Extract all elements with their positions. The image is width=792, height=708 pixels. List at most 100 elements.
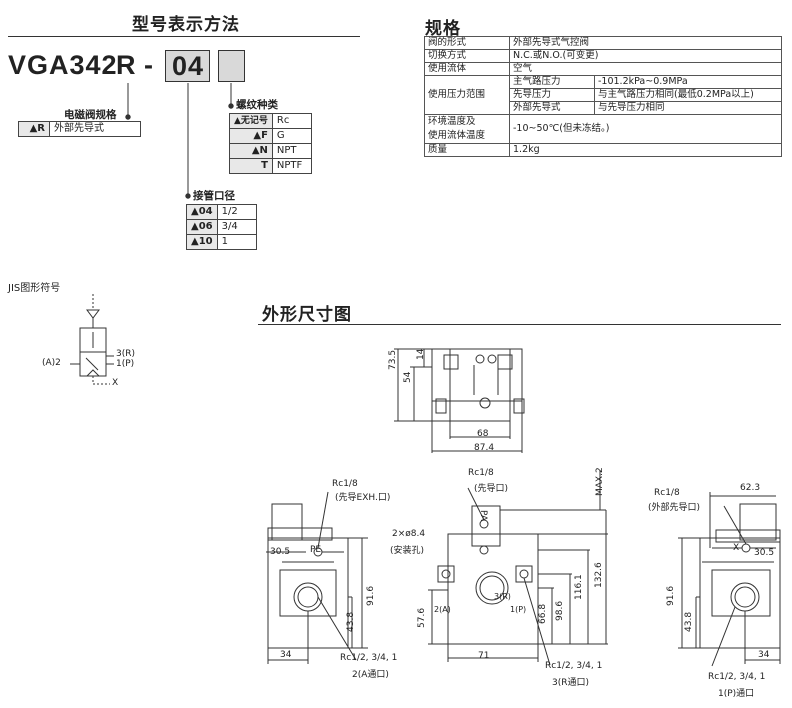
left-pe: PE bbox=[310, 545, 322, 555]
dim-54: 54 bbox=[403, 371, 413, 383]
front-dim-57-6: 57.6 bbox=[417, 607, 427, 628]
model-dash: - bbox=[144, 50, 154, 80]
spec-section-title: 规格 bbox=[425, 19, 461, 39]
right-dim-43-8: 43.8 bbox=[684, 611, 694, 632]
solenoid-label: 电磁阀规格 bbox=[64, 109, 117, 121]
spec-key: 使用压力范围 bbox=[424, 75, 510, 115]
thread-label: 螺纹种类 bbox=[236, 99, 278, 111]
spec-key: 质量 bbox=[424, 143, 510, 157]
thread-code: ▲N bbox=[229, 143, 273, 159]
model-leader-lines bbox=[125, 83, 234, 199]
right-rc18: Rc1/8 bbox=[654, 488, 680, 498]
front-rc18: Rc1/8 bbox=[468, 468, 494, 478]
spec-val: 与先导压力相同 bbox=[594, 101, 782, 115]
front-p1: 1(P) bbox=[510, 605, 527, 614]
solenoid-table: ▲R 外部先导式 bbox=[18, 121, 141, 137]
thread-val: NPTF bbox=[271, 158, 312, 174]
right-rc18-note: (外部先导口) bbox=[648, 503, 701, 513]
spec-key: 切换方式 bbox=[424, 49, 510, 63]
front-dim-132-6: 132.6 bbox=[594, 562, 604, 588]
port-val: 1/2 bbox=[216, 204, 257, 220]
spec-subkey: 主气路压力 bbox=[509, 75, 595, 89]
front-port: Rc1/2, 3/4, 1 bbox=[545, 661, 603, 671]
front-a2: 2(A) bbox=[434, 605, 451, 614]
spec-val: N.C.或N.O.(可变更) bbox=[509, 49, 782, 63]
spec-subkey: 先导压力 bbox=[509, 88, 595, 102]
thread-code: ▲F bbox=[229, 128, 273, 144]
jis-label-r: 3(R) bbox=[116, 349, 136, 359]
spec-key: 环境温度及 bbox=[428, 116, 476, 127]
port-code: ▲06 bbox=[186, 219, 218, 235]
spec-val: -101.2kPa~0.9MPa bbox=[594, 75, 782, 89]
thread-val: G bbox=[271, 128, 312, 144]
front-view-drawing bbox=[428, 470, 608, 666]
model-thread-box bbox=[218, 50, 245, 82]
solenoid-code: ▲R bbox=[18, 121, 50, 137]
front-rc18-note: (先导口) bbox=[474, 484, 509, 494]
spec-val: -10~50℃(但未冻结。) bbox=[509, 114, 782, 144]
front-pa: PA bbox=[478, 510, 488, 522]
jis-label-x: X bbox=[112, 378, 119, 388]
model-title-underline bbox=[8, 36, 360, 37]
thread-code: ▲无记号 bbox=[229, 113, 273, 129]
solenoid-desc: 外部先导式 bbox=[49, 121, 141, 137]
model-code: R bbox=[116, 50, 137, 80]
model-section-title: 型号表示方法 bbox=[132, 15, 240, 35]
port-val: 1 bbox=[216, 234, 257, 250]
dim-14: 14 bbox=[416, 348, 426, 360]
thread-code: T bbox=[229, 158, 273, 174]
dim-87-4: 87.4 bbox=[474, 443, 495, 453]
drawing-section-title: 外形尺寸图 bbox=[262, 305, 352, 325]
port-code: ▲10 bbox=[186, 234, 218, 250]
left-rc18-note: (先导EXH.口) bbox=[335, 493, 391, 503]
spec-key: 使用流体温度 bbox=[428, 130, 486, 141]
left-dim-34: 34 bbox=[280, 650, 292, 660]
left-port: Rc1/2, 3/4, 1 bbox=[340, 653, 398, 663]
front-dim-66-8: 66.8 bbox=[538, 603, 548, 624]
left-dim-91-6: 91.6 bbox=[366, 585, 376, 606]
right-dim-62-3: 62.3 bbox=[740, 483, 761, 493]
spec-subkey: 外部先导式 bbox=[509, 101, 595, 115]
left-dim-43-8: 43.8 bbox=[346, 611, 356, 632]
spec-key: 使用流体 bbox=[424, 62, 510, 76]
model-base: VGA342 bbox=[8, 50, 118, 80]
port-val: 3/4 bbox=[216, 219, 257, 235]
left-rc18: Rc1/8 bbox=[332, 479, 358, 489]
right-dim-91-6: 91.6 bbox=[666, 585, 676, 606]
front-max: MAX.2 bbox=[595, 467, 605, 496]
dim-73-5: 73.5 bbox=[388, 349, 398, 370]
spec-val: 与主气路压力相同(最低0.2MPa以上) bbox=[594, 88, 782, 102]
front-dim-116-1: 116.1 bbox=[574, 574, 584, 600]
right-dim-34: 34 bbox=[758, 650, 770, 660]
front-port-note: 3(R通口) bbox=[552, 678, 590, 688]
spec-key: 阀的形式 bbox=[424, 36, 510, 50]
right-port: Rc1/2, 3/4, 1 bbox=[708, 672, 766, 682]
port-code: ▲04 bbox=[186, 204, 218, 220]
jis-title: JIS图形符号 bbox=[8, 283, 61, 294]
front-dim-71: 71 bbox=[478, 651, 490, 661]
jis-symbol bbox=[70, 294, 114, 385]
port-label: 接管口径 bbox=[193, 190, 235, 202]
left-dim-30-5: 30.5 bbox=[270, 547, 291, 557]
jis-label-p: 1(P) bbox=[116, 359, 135, 369]
front-dim-98-6: 98.6 bbox=[555, 600, 565, 621]
front-holes-note: (安装孔) bbox=[390, 546, 425, 556]
drawing-title-underline bbox=[258, 324, 781, 325]
dim-68: 68 bbox=[477, 429, 489, 439]
left-port-note: 2(A通口) bbox=[352, 670, 389, 680]
thread-val: NPT bbox=[271, 143, 312, 159]
model-port-box: 04 bbox=[165, 50, 210, 82]
front-holes: 2×ø8.4 bbox=[392, 529, 426, 539]
left-view-drawing bbox=[266, 491, 368, 664]
front-r3: 3(R) bbox=[494, 592, 511, 601]
